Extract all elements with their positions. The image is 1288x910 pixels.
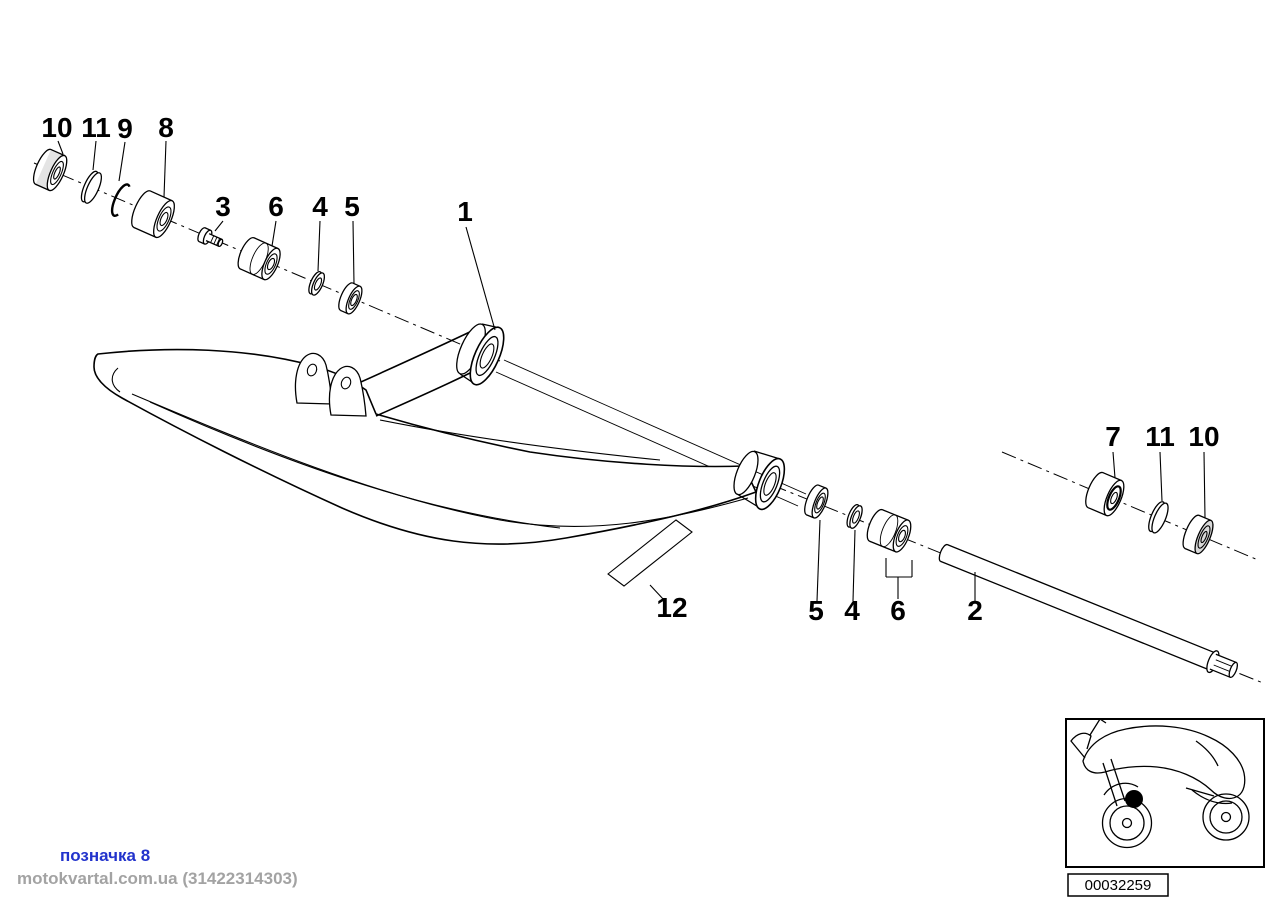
leader-lines [57,140,1206,602]
callout-1: 1 [457,196,473,227]
part-code-text: 00032259 [1085,877,1152,894]
part-4-right-washer-drawing [846,503,863,529]
part-2-axle-drawing [938,543,1239,679]
part-9-circlip-drawing [110,183,131,218]
callout-11-right: 11 [1145,421,1175,452]
part-6-right-bearing-drawing [866,508,912,553]
footer-link[interactable]: позначка 8 [60,846,151,865]
right-pivot-eye [733,450,786,511]
callout-2: 2 [967,595,983,626]
part-8-bushing-drawing [131,190,175,239]
callout-12: 12 [656,592,687,623]
callout-4-left: 4 [312,191,328,222]
callout-5-right: 5 [808,595,824,626]
part-code-box: 00032259 [1067,873,1169,897]
motorcycle-thumbnail: 00032259 [1065,718,1265,897]
part-12-sticker-drawing [607,519,693,587]
part-3-bolt-drawing [197,227,224,248]
callout-10-right: 10 [1188,421,1219,452]
callout-5-left: 5 [344,191,360,222]
callout-6-left: 6 [268,191,284,222]
part-5-left-seal-drawing [338,282,363,315]
mounting-tabs [294,352,367,417]
callout-9-left: 9 [117,113,133,144]
part-10-left-drawing [32,148,68,192]
part-5-right-seal-drawing [804,484,829,519]
callout-11-left: 11 [81,112,111,143]
part-location-dot [1125,790,1143,808]
upper-pivot-eye [456,323,505,386]
callout-labels: 10 11 9 8 3 6 4 5 1 7 11 10 5 4 6 2 12 [41,112,1219,626]
callout-8-left: 8 [158,112,174,143]
callout-4-right: 4 [844,595,860,626]
part-7-bushing-drawing [1085,471,1125,517]
callout-10-left: 10 [41,112,72,143]
callout-3: 3 [215,191,231,222]
part-10-right-cap-drawing [1182,514,1214,555]
swing-arm-drawing [93,323,786,545]
part-6-left-bearing-drawing [237,237,281,281]
callout-7: 7 [1105,421,1121,452]
part-11-right-drawing [1148,501,1169,534]
motorcycle-icon [1070,718,1250,849]
watermark-text: motokvartal.com.ua (31422314303) [17,869,298,888]
part-11-left-drawing [80,170,103,204]
part-4-left-washer-drawing [308,271,326,296]
callout-6-right: 6 [890,595,906,626]
